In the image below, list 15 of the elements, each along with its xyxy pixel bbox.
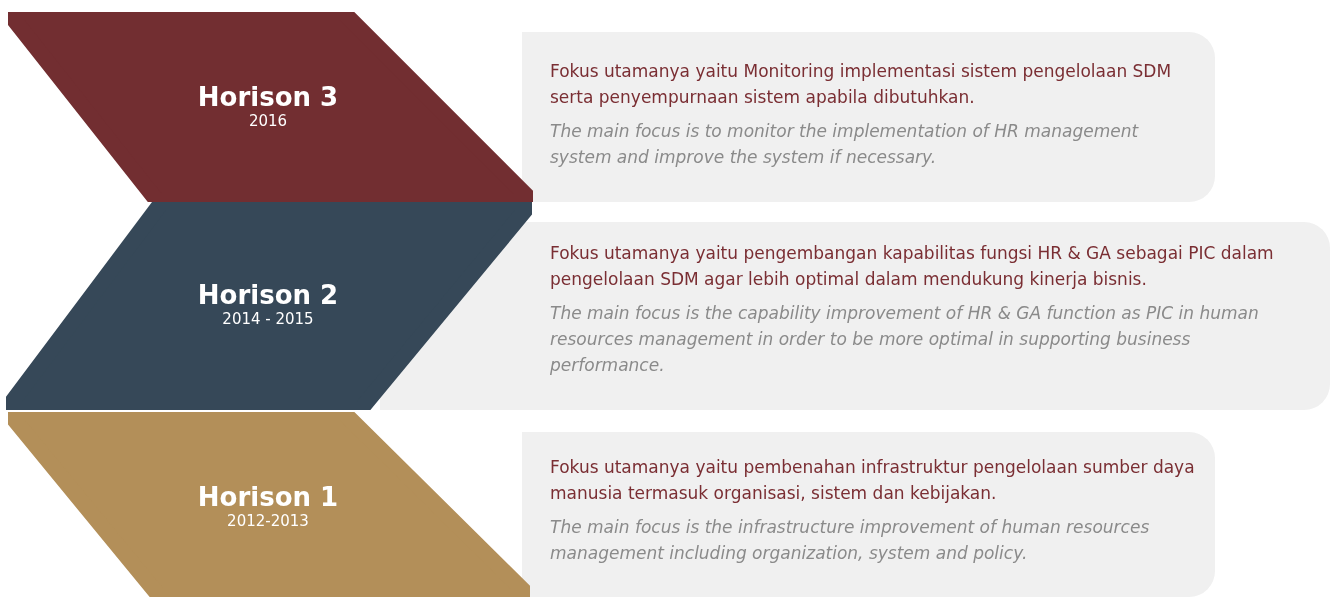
text-panel [522,432,1215,597]
translation-text: The main focus is to monitor the implementation of HR management system and improve the system if necessary. [550,120,1140,169]
year-label: 2016 [248,112,288,130]
description-text: Fokus utamanya yaitu Monitoring implementasi sistem pengelolaan SDM serta penyempurnaan sistem apabila dibutuhkan. [550,60,1173,109]
horizon-heading: Horison 2 [197,280,339,310]
year-label: 2014 - 2015 [222,310,314,328]
translation-text: The main focus is the infrastructure improvement of human resources management including organization, system and policy. [550,516,1151,565]
translation-text: The main focus is the capability improvement of HR & GA function as PIC in human resources management in order to be more optimal in supporting business performance. [550,302,1260,377]
text-panel [522,32,1215,202]
description-text: Fokus utamanya yaitu pengembangan kapabilitas fungsi HR & GA sebagai PIC dalam pengelolaan SDM agar lebih optimal dalam mendukung kinerja bisnis. [550,242,1275,291]
horizon-heading: Horison 3 [197,82,339,112]
text-panel [380,222,1330,410]
description-text: Fokus utamanya yaitu pembenahan infrastruktur pengelolaan sumber daya manusia termasuk organisasi, sistem dan kebijakan. [550,456,1196,505]
year-label: 2012-2013 [227,512,309,530]
horizon-heading: Horison 1 [197,482,339,512]
